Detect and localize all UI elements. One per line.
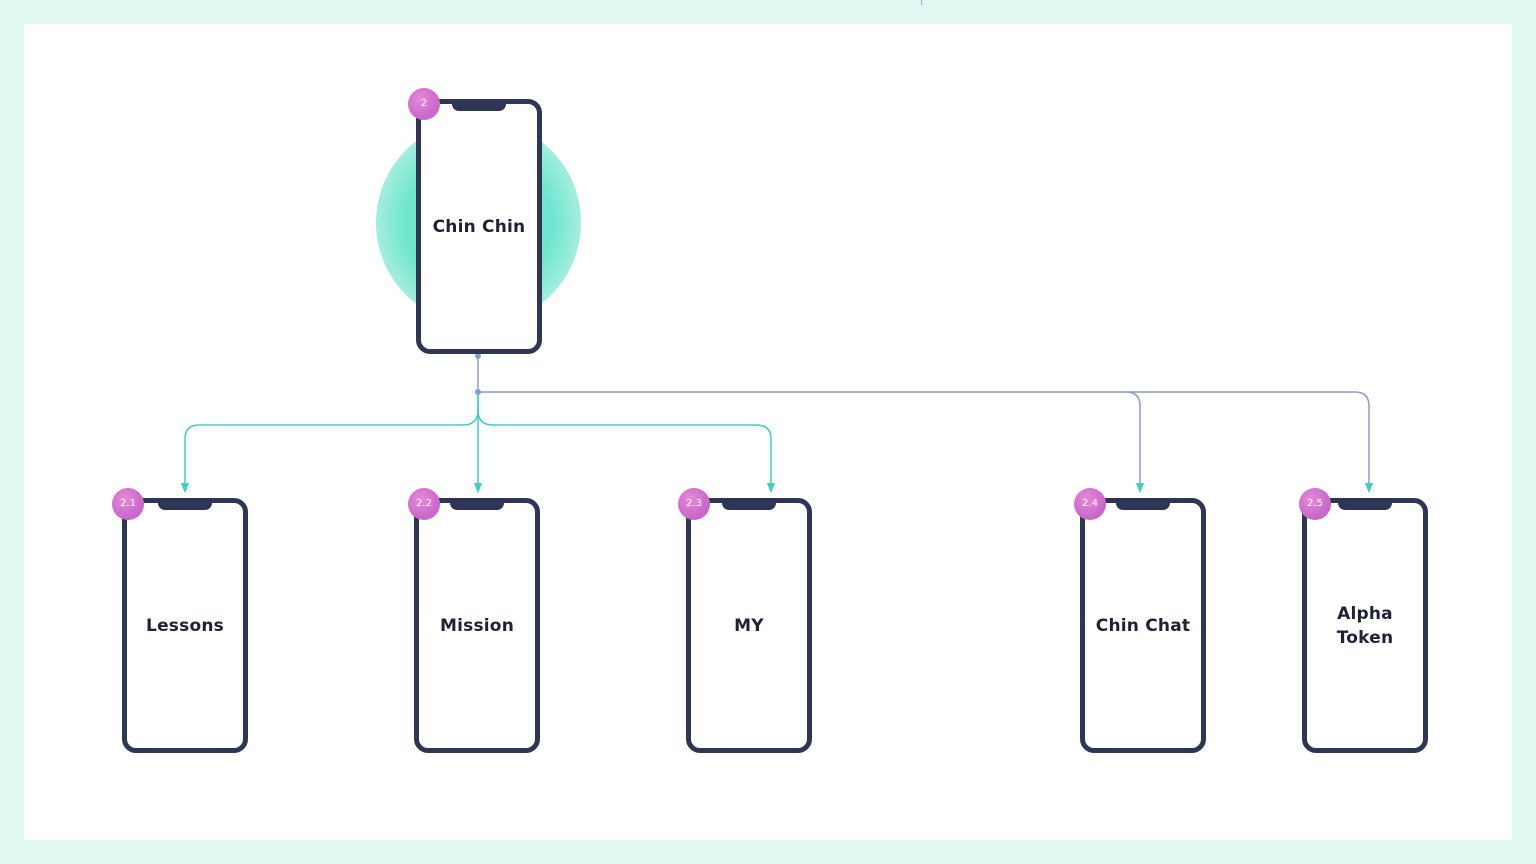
phone-node-my[interactable]: MY (686, 498, 812, 753)
connector-node-root (475, 353, 481, 359)
node-label: Alpha Token (1336, 603, 1394, 648)
phone-node-mission[interactable]: Mission (414, 498, 540, 753)
node-label: Mission (440, 615, 514, 636)
node-label: Lessons (146, 615, 224, 636)
phone-node-chin-chat[interactable]: Chin Chat (1080, 498, 1206, 753)
node-badge: 2 (408, 88, 440, 120)
phone-node-lessons[interactable]: Lessons (122, 498, 248, 753)
phone-notch (1338, 502, 1392, 510)
connector-to-my (477, 409, 776, 494)
connector-to-chin-chat (478, 391, 1145, 494)
node-badge: 2.4 (1074, 488, 1106, 520)
node-badge: 2.2 (408, 488, 440, 520)
phone-notch (722, 502, 776, 510)
node-badge: 2.1 (112, 488, 144, 520)
connector-to-lessons (180, 392, 479, 494)
node-badge: 2.3 (678, 488, 710, 520)
phone-node-chin-chin[interactable]: Chin Chin (416, 99, 542, 354)
connector-to-alpha-token (1126, 391, 1374, 494)
phone-notch (450, 502, 504, 510)
ruler-tick (921, 0, 922, 5)
node-label: Chin Chin (432, 216, 526, 237)
phone-node-alpha-token[interactable]: Alpha Token (1302, 498, 1428, 753)
phone-notch (1116, 502, 1170, 510)
node-badge: 2.5 (1299, 488, 1331, 520)
node-label: MY (734, 615, 764, 636)
phone-notch (452, 103, 506, 111)
node-label: Chin Chat (1095, 615, 1191, 636)
phone-notch (158, 502, 212, 510)
